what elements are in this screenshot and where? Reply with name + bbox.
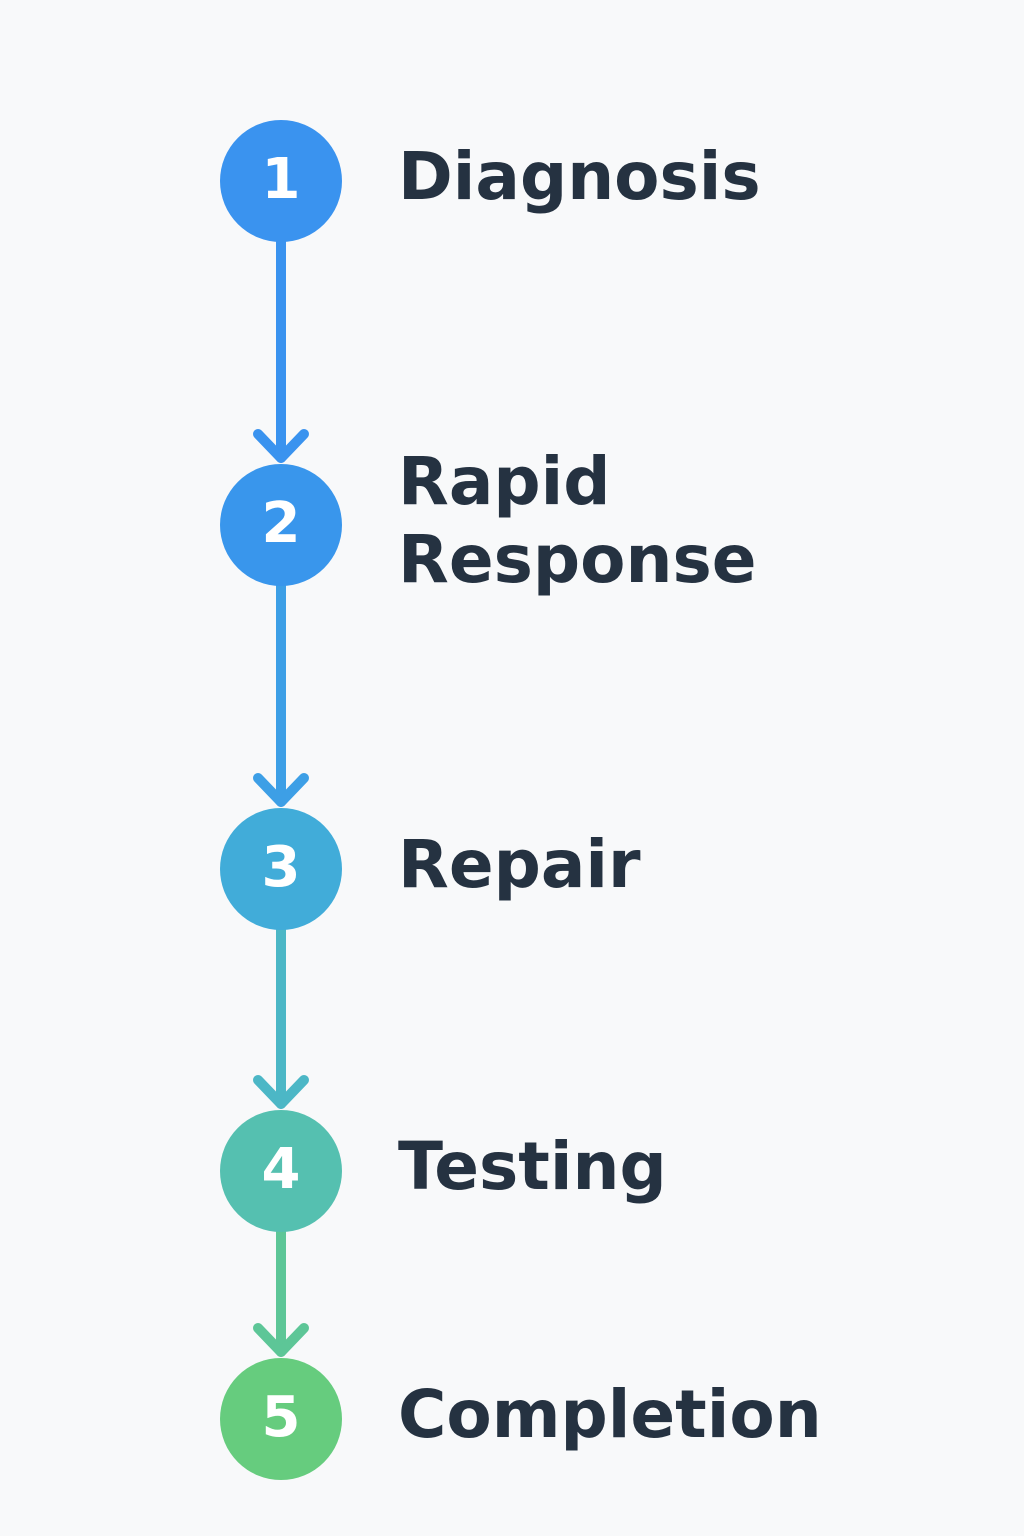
step-5: 5 Completion	[220, 1358, 822, 1480]
connector-arrow-4	[253, 1225, 309, 1357]
connector-arrow-1	[253, 235, 309, 463]
step-circle	[220, 1358, 342, 1480]
step-number: 3	[262, 835, 301, 900]
step-label: Response	[398, 521, 757, 598]
step-label: Diagnosis	[398, 138, 761, 215]
arrowhead-icon	[253, 429, 309, 463]
step-label: Rapid	[398, 443, 610, 520]
step-3: 3 Repair	[220, 808, 641, 930]
step-circle	[220, 120, 342, 242]
step-4: 4 Testing	[220, 1110, 667, 1232]
step-circle	[220, 1110, 342, 1232]
step-label: Repair	[398, 826, 641, 903]
step-circle	[220, 464, 342, 586]
connector-arrow-2	[253, 579, 309, 807]
step-number: 1	[262, 147, 301, 212]
arrowhead-icon	[253, 1323, 309, 1357]
arrowhead-icon	[253, 1075, 309, 1109]
step-number: 2	[262, 491, 301, 556]
connector-arrow-3	[253, 923, 309, 1109]
step-circle	[220, 808, 342, 930]
step-label: Testing	[398, 1128, 667, 1205]
step-number: 5	[262, 1385, 301, 1450]
step-number: 4	[262, 1137, 301, 1202]
step-1: 1 Diagnosis	[220, 120, 761, 242]
step-label: Completion	[398, 1376, 822, 1453]
arrowhead-icon	[253, 773, 309, 807]
